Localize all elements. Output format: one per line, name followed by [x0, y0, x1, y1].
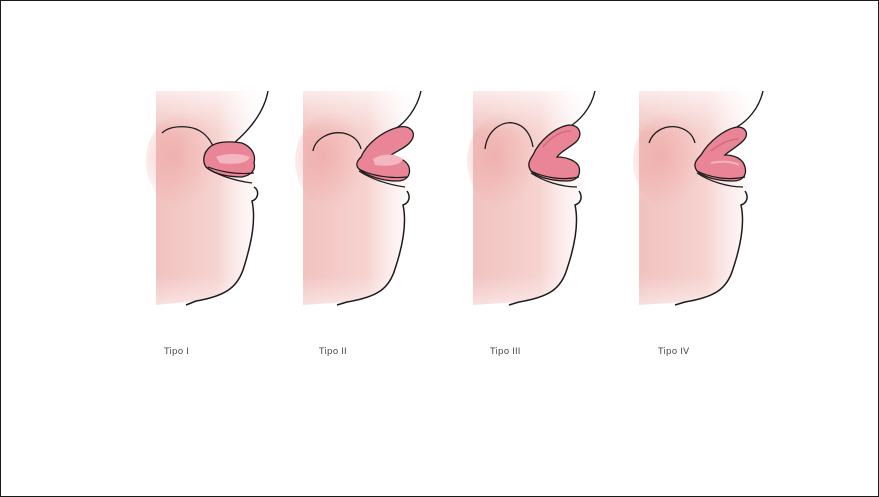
caption-type-2: Tipo II: [319, 347, 347, 357]
face-profile-illustration-1: [156, 91, 274, 321]
profile-type-4: [639, 91, 757, 321]
profile-type-1: [156, 91, 274, 321]
profile-type-2: [303, 91, 421, 321]
caption-type-4: Tipo IV: [658, 347, 689, 357]
face-profile-illustration-4: [639, 91, 757, 321]
face-profile-illustration-3: [473, 91, 591, 321]
caption-type-3: Tipo III: [490, 347, 521, 357]
caption-type-1: Tipo I: [164, 347, 189, 357]
profile-type-3: [473, 91, 591, 321]
face-profile-illustration-2: [303, 91, 421, 321]
